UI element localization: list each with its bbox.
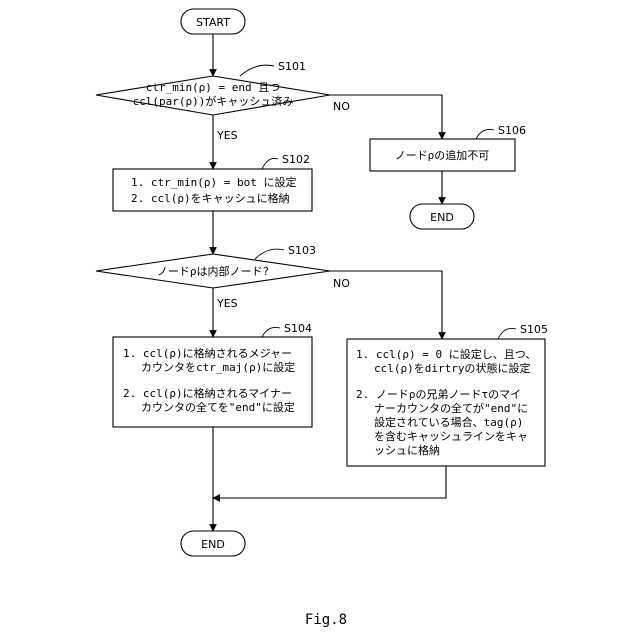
s106-step-label: S106 [498,124,526,137]
s101-yes-label: YES [216,129,238,142]
s105-text-line3: 2. ノードρの兄弟ノードτのマイ [356,388,521,401]
s104-text-line2: カウンタをctr_maj(ρ)に設定 [141,360,295,374]
s102-step-label: S102 [282,153,310,166]
process-s105: 1. ccl(ρ) = 0 に設定し、且つ、 ccl(ρ)をdirtryの状態に… [347,323,548,466]
s105-text-line5: 設定されている場合、tag(ρ) [374,415,523,429]
s106-text: ノードρの追加不可 [395,148,490,162]
s105-text-line7: ッシュに格納 [374,443,440,457]
process-s104: 1. ccl(ρ)に格納されるメジャー カウンタをctr_maj(ρ)に設定 2… [113,322,312,427]
s101-step-label: S101 [278,60,306,73]
s103-no-label: NO [333,277,350,290]
s103-text: ノードρは内部ノード? [157,264,269,278]
s105-text-line2: ccl(ρ)をdirtryの状態に設定 [374,361,530,375]
figure-caption: Fig.8 [305,612,347,628]
s105-step-label: S105 [520,323,548,336]
s101-text-line2: ccl(par(ρ))がキャッシュ済み [133,94,294,108]
s102-text-line1: 1. ctr_min(ρ) = bot に設定 [131,175,296,189]
s101-text-line1: ctr_min(ρ) = end 且つ [146,81,281,94]
s104-text-line1: 1. ccl(ρ)に格納されるメジャー [123,346,292,360]
s103-yes-label: YES [216,297,238,310]
s105-text-line1: 1. ccl(ρ) = 0 に設定し、且つ、 [356,347,536,361]
s104-step-label: S104 [284,322,312,335]
s103-step-label: S103 [288,244,316,257]
s104-text-line3: 2. ccl(ρ)に格納されるマイナー [123,386,292,400]
start-label: START [196,16,230,29]
arrow-s105-merge [213,466,446,498]
end-terminal-right: END [410,204,474,229]
s104-text-line4: カウンタの全てを"end"に設定 [141,400,295,414]
end-right-label: END [430,211,454,224]
s105-text-line4: ナーカウンタの全てが"end"に [374,401,528,415]
start-terminal: START [181,9,245,34]
s105-text-line6: を含むキャッシュラインをキャ [374,429,528,443]
end-terminal-bottom: END [181,531,245,556]
s102-text-line2: 2. ccl(ρ)をキャッシュに格納 [131,191,290,205]
process-s106: ノードρの追加不可 S106 [370,124,526,171]
s101-no-label: NO [333,100,350,113]
end-bottom-label: END [201,538,225,551]
